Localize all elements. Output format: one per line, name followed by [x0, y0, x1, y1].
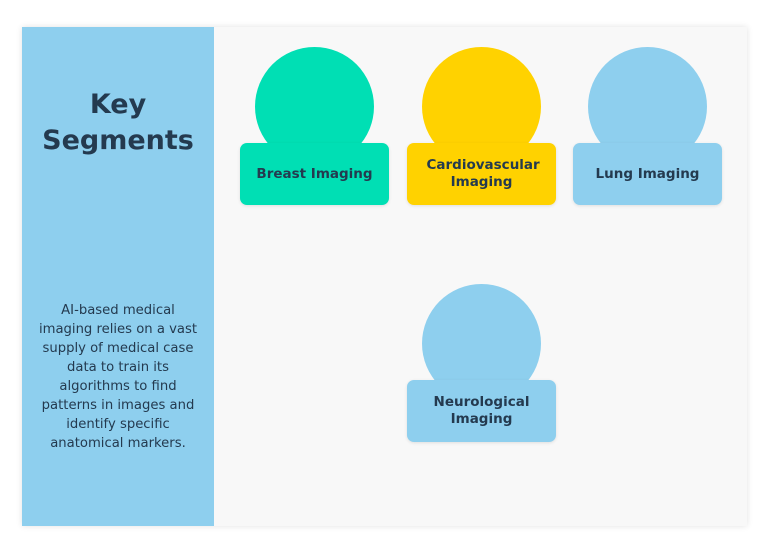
segment-label: Neurological Imaging: [433, 394, 530, 427]
segment-label-box: Cardiovascular Imaging: [407, 143, 556, 205]
sidebar-panel: Key Segments AI-based medical imaging re…: [22, 27, 214, 526]
segment-label-box: Neurological Imaging: [407, 380, 556, 442]
segment-label: Lung Imaging: [595, 165, 700, 182]
sidebar-description: AI-based medical imaging relies on a vas…: [38, 303, 198, 451]
segment-label: Cardiovascular Imaging: [426, 157, 540, 190]
segment-label: Breast Imaging: [256, 165, 373, 182]
sidebar-title: Key Segments: [42, 89, 194, 156]
segment-label-box: Breast Imaging: [240, 143, 389, 205]
segment-label-box: Lung Imaging: [573, 143, 722, 205]
